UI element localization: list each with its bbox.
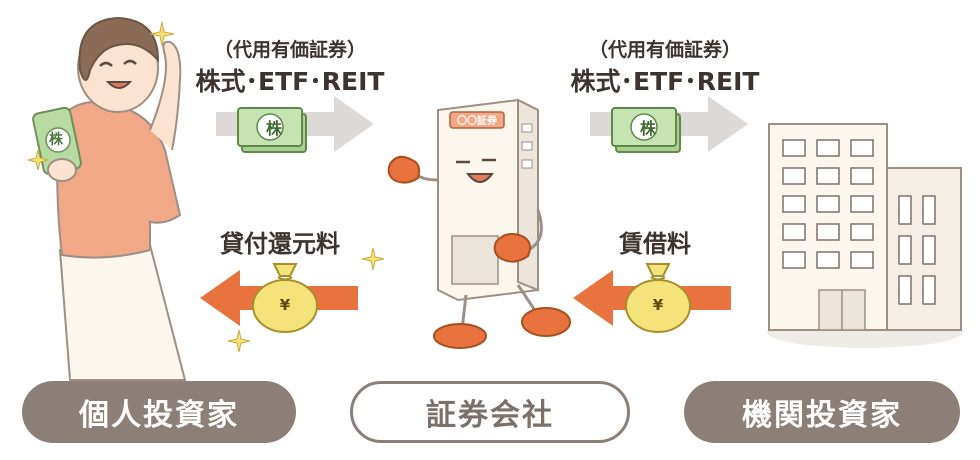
- individual-investor-illustration: [32, 16, 187, 381]
- sparkle-icon: [227, 329, 251, 353]
- money-bag-icon: [625, 263, 691, 333]
- securities-label-left: 株式･ETF･REIT: [195, 67, 385, 96]
- stock-bill-icon: [611, 107, 681, 153]
- securities-type-label-right: （代用有価証券）: [588, 39, 741, 61]
- sparkle-icon: [361, 247, 385, 271]
- sparkle-icon: [149, 21, 175, 47]
- securities-label-right: 株式･ETF･REIT: [570, 67, 760, 96]
- building-sign-text: 〇〇証券: [457, 116, 497, 127]
- securities-company-label: 証券会社: [426, 398, 554, 433]
- institutional-investor-label: 機関投資家: [742, 398, 902, 433]
- stock-bill-glyph-right: 株: [639, 119, 656, 138]
- stock-bill-icon: [237, 107, 307, 153]
- money-bag-icon: [252, 263, 318, 333]
- individual-investor-pill: 個人投資家: [22, 381, 296, 443]
- securities-company-pill: 証券会社: [350, 381, 630, 443]
- institutional-investor-pill: 機関投資家: [684, 381, 960, 443]
- sparkle-icon: [27, 149, 49, 171]
- money-bag-glyph-right: ¥: [652, 296, 664, 314]
- phone-bill-glyph: 株: [49, 132, 63, 148]
- institutional-investor-building: [767, 123, 963, 348]
- borrowing-fee-label: 賃借料: [619, 230, 691, 258]
- money-bag-glyph-left: ¥: [279, 296, 291, 314]
- stock-bill-glyph-left: 株: [265, 119, 282, 138]
- securities-company-building-character: [387, 98, 571, 349]
- securities-type-label-left: （代用有価証券）: [213, 39, 366, 61]
- lending-fee-label: 貸付還元料: [220, 230, 340, 258]
- individual-investor-label: 個人投資家: [79, 398, 239, 433]
